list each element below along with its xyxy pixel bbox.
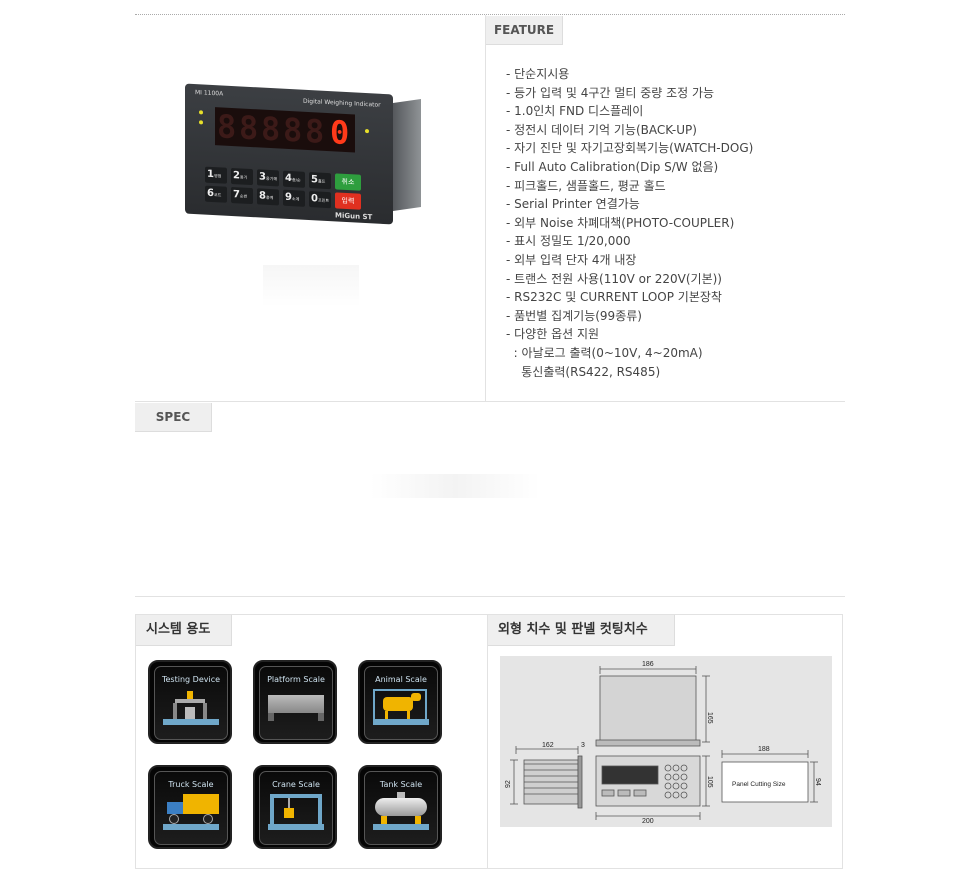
key-7: 7순번: [231, 186, 253, 205]
feature-tab: FEATURE: [486, 16, 563, 45]
animal-scale-icon: Animal Scale: [358, 660, 442, 744]
device-brand: MiGun ST: [335, 211, 373, 222]
key-5: 5홀드: [309, 172, 331, 190]
status-led: [365, 128, 369, 134]
panel-cutting-label: Panel Cutting Size: [732, 781, 786, 788]
cancel-key: 취소: [335, 173, 361, 191]
spec-image-placeholder: [370, 474, 540, 498]
device-model-label: MI 1100A: [195, 89, 224, 98]
app-label: Testing Device: [161, 675, 221, 684]
feature-item: - 단순지시용: [506, 67, 570, 81]
dim-side-depth: 162: [542, 742, 554, 749]
key-8: 8총계: [257, 188, 279, 206]
feature-item: : 아날로그 출력(0~10V, 4~20mA): [506, 345, 703, 360]
key-6: 6코드: [205, 185, 227, 203]
feature-item: - 등가 입력 및 4구간 멀티 중량 조정 가능: [506, 85, 715, 100]
tank-scale-icon: Tank Scale: [358, 765, 442, 849]
display-digit: 8: [305, 111, 325, 151]
status-led: [199, 110, 203, 115]
key-2: 2용기: [231, 167, 253, 186]
top-dotted-rule: [135, 14, 845, 15]
feature-item: - Serial Printer 연결가능: [506, 197, 640, 212]
weighing-indicator-image: MI 1100A Digital Weighing Indicator 8 8 …: [185, 83, 421, 229]
dim-front-height: 105: [706, 776, 713, 788]
display-digit: 8: [261, 109, 281, 149]
section-rule: [135, 596, 845, 597]
feature-item: - 피크홀드, 샘플홀드, 평균 홀드: [506, 178, 666, 193]
dimension-drawing-svg: 186 165 162 3 92 200 105 188 94 Panel Cu…: [505, 661, 821, 825]
feature-section: MI 1100A Digital Weighing Indicator 8 8 …: [135, 15, 845, 401]
feature-item: - Full Auto Calibration(Dip S/W 없음): [506, 159, 719, 174]
crane-scale-icon: Crane Scale: [253, 765, 337, 849]
app-label: Crane Scale: [272, 780, 320, 789]
testing-device-icon: Testing Device: [148, 660, 232, 744]
key-1: 1영점: [205, 166, 227, 184]
enter-key: 입력: [335, 192, 361, 210]
display-digit: 8: [217, 107, 237, 147]
dim-top-height: 165: [706, 712, 713, 724]
dimensions-tab: 외형 치수 및 판넬 컷팅치수: [488, 615, 675, 646]
key-9: 9소계: [283, 189, 305, 207]
system-use-tab: 시스템 용도: [136, 615, 232, 646]
dimension-drawing: 186 165 162 3 92 200 105 188 94 Panel Cu…: [500, 656, 832, 827]
product-reflection: [263, 265, 359, 307]
feature-item: - 품번별 집계기능(99종류): [506, 308, 642, 323]
display-digit-lit: 0: [330, 113, 350, 153]
device-title-label: Digital Weighing Indicator: [303, 97, 381, 109]
key-0: 0프린트: [309, 191, 331, 209]
feature-item: - 외부 입력 단자 4개 내장: [506, 252, 637, 267]
dim-cut-height: 94: [814, 778, 821, 786]
dim-top-width: 186: [642, 661, 654, 668]
product-image-panel: MI 1100A Digital Weighing Indicator 8 8 …: [135, 15, 485, 401]
dim-side-height: 92: [505, 780, 512, 788]
dim-side-gap: 3: [581, 742, 585, 749]
spec-tab: SPEC: [135, 403, 212, 432]
status-led: [199, 120, 203, 125]
device-front: MI 1100A Digital Weighing Indicator 8 8 …: [185, 83, 393, 225]
feature-item: 통신출력(RS422, RS485): [506, 364, 661, 379]
dim-front-width: 200: [642, 818, 654, 825]
system-use-panel: 시스템 용도 Testing Device Platform Scale Ani…: [135, 614, 488, 869]
feature-panel: FEATURE - 단순지시용 - 등가 입력 및 4구간 멀티 중량 조정 가…: [486, 15, 845, 401]
section-rule: [135, 401, 845, 402]
app-label: Animal Scale: [375, 675, 427, 684]
key-4: 4총/순: [283, 170, 305, 188]
dimensions-panel: 외형 치수 및 판넬 컷팅치수: [487, 614, 843, 869]
feature-list: - 단순지시용 - 등가 입력 및 4구간 멀티 중량 조정 가능 - 1.0인…: [506, 65, 753, 381]
app-label: Truck Scale: [168, 780, 214, 789]
feature-item: - 표시 정밀도 1/20,000: [506, 234, 631, 249]
app-label: Platform Scale: [267, 675, 325, 684]
app-label: Tank Scale: [379, 780, 423, 789]
truck-scale-icon: Truck Scale: [148, 765, 232, 849]
feature-item: - 1.0인치 FND 디스플레이: [506, 104, 644, 119]
feature-item: - 트랜스 전원 사용(110V or 220V(기본)): [506, 271, 722, 286]
feature-item: - 다양한 옵션 지원: [506, 327, 600, 342]
feature-item: - 정전시 데이터 기억 기능(BACK-UP): [506, 122, 697, 137]
platform-scale-icon: Platform Scale: [253, 660, 337, 744]
section-divider: [485, 15, 486, 401]
device-side: [393, 99, 421, 211]
dim-cut-width: 188: [758, 746, 770, 753]
display-digit: 8: [239, 108, 259, 148]
feature-item: - RS232C 및 CURRENT LOOP 기본장착: [506, 290, 722, 305]
display-digit: 8: [283, 110, 303, 150]
fnd-display: 8 8 8 8 8 0: [215, 107, 355, 153]
feature-item: - 자기 진단 및 자기고장회복기능(WATCH-DOG): [506, 141, 754, 156]
key-3: 3용기해제: [257, 169, 279, 198]
feature-item: - 외부 Noise 차폐대책(PHOTO-COUPLER): [506, 215, 735, 230]
